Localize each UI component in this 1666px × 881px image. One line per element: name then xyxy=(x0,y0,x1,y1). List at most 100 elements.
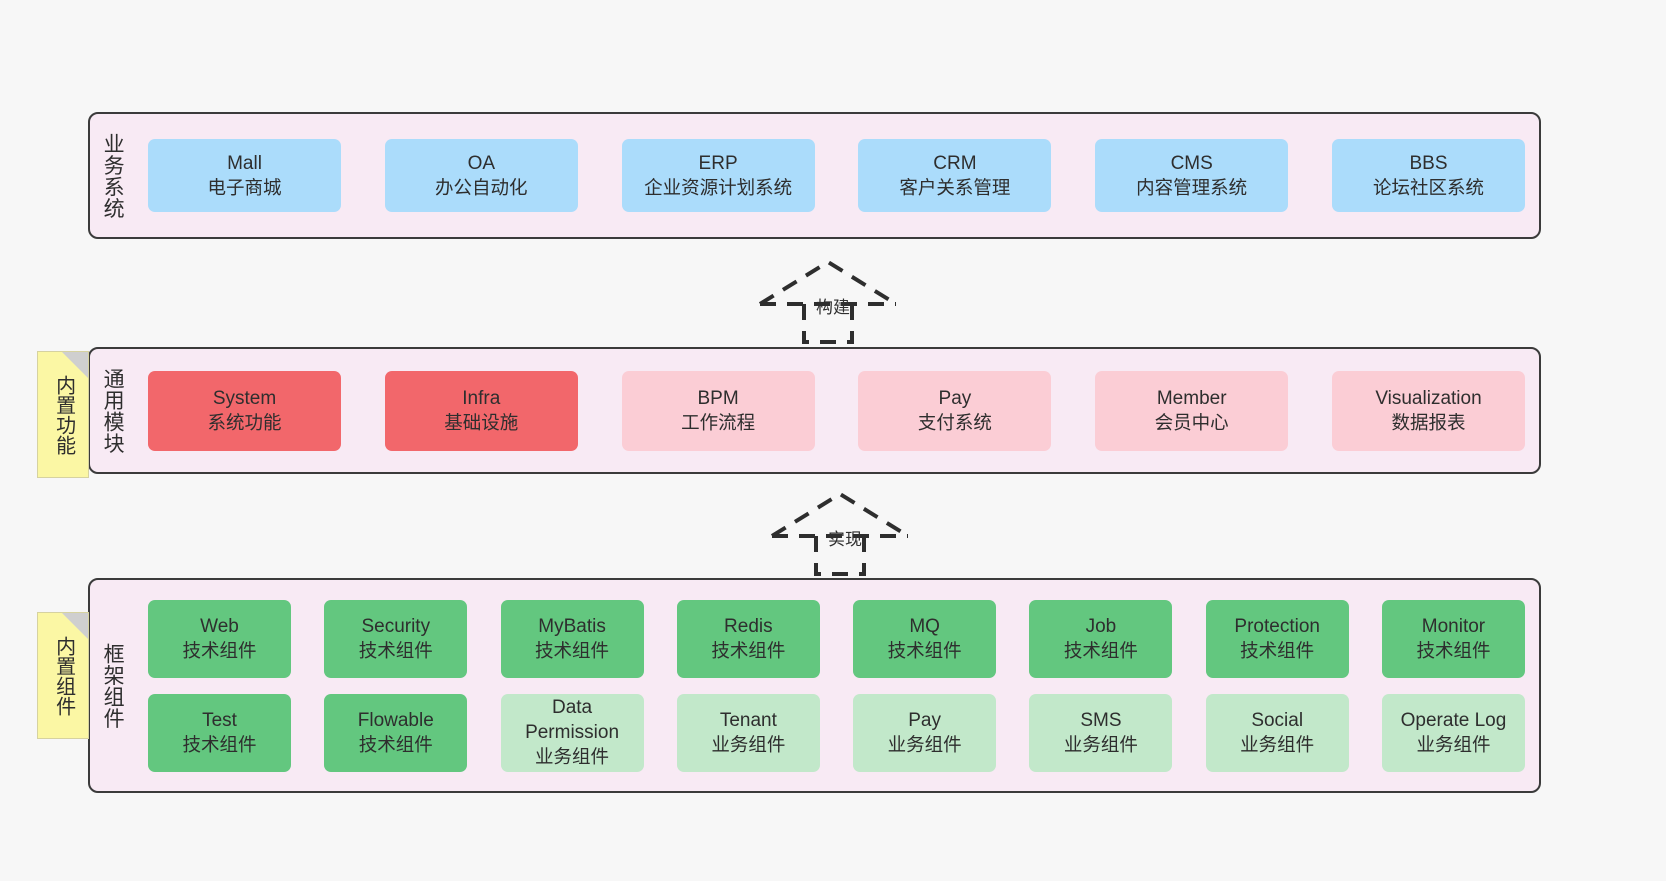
node-subtitle: 业务组件 xyxy=(887,733,962,755)
node-name: Tenant xyxy=(719,709,777,731)
node-subtitle: 技术组件 xyxy=(358,639,433,661)
note-text: 内置功能 xyxy=(52,374,75,455)
node-name: Social xyxy=(1251,709,1304,731)
node-oa[interactable]: OA 办公自动化 xyxy=(384,139,578,212)
node-infra[interactable]: Infra 基础设施 xyxy=(384,370,578,451)
node-subtitle: 电子商城 xyxy=(207,176,282,198)
node-subtitle: 工作流程 xyxy=(681,411,756,433)
dashed-generalization-arrow-icon xyxy=(770,491,910,576)
node-sms[interactable]: SMS 业务组件 xyxy=(1029,693,1173,772)
layer-body-general-modules: System 系统功能 Infra 基础设施 BPM 工作流程 Pay 支付系统… xyxy=(134,349,1539,472)
node-subtitle: 会员中心 xyxy=(1154,411,1229,433)
node-subtitle: 技术组件 xyxy=(1063,639,1138,661)
node-subtitle: 技术组件 xyxy=(1240,639,1315,661)
node-subtitle: 技术组件 xyxy=(182,733,257,755)
connector-build: 构建 xyxy=(756,258,906,344)
node-subtitle: 论坛社区系统 xyxy=(1372,176,1484,198)
node-redis[interactable]: Redis 技术组件 xyxy=(676,599,820,678)
node-bpm[interactable]: BPM 工作流程 xyxy=(621,370,815,451)
node-job[interactable]: Job 技术组件 xyxy=(1029,599,1173,678)
node-pay-component[interactable]: Pay 业务组件 xyxy=(853,693,997,772)
node-subtitle: 业务组件 xyxy=(1063,733,1138,755)
node-name: Visualization xyxy=(1375,387,1482,409)
layer-business-system[interactable]: 业务系统 Mall 电子商城 OA 办公自动化 ERP 企业资源计划系统 CRM… xyxy=(88,112,1541,239)
note-builtin-function[interactable]: 内置功能 xyxy=(37,351,89,478)
node-mq[interactable]: MQ 技术组件 xyxy=(853,599,997,678)
dashed-generalization-arrow-icon xyxy=(758,259,898,344)
connector-label-implement: 实现 xyxy=(828,530,862,549)
node-test[interactable]: Test 技术组件 xyxy=(148,693,291,772)
node-name: Protection xyxy=(1234,615,1320,637)
node-subtitle: 企业资源计划系统 xyxy=(644,176,793,198)
node-subtitle: 业务组件 xyxy=(1240,733,1315,755)
node-subtitle: 业务组件 xyxy=(1416,733,1491,755)
node-monitor[interactable]: Monitor 技术组件 xyxy=(1381,599,1525,678)
layer-general-modules[interactable]: 通用模块 System 系统功能 Infra 基础设施 BPM 工作流程 Pay… xyxy=(88,347,1541,474)
node-row: Mall 电子商城 OA 办公自动化 ERP 企业资源计划系统 CRM 客户关系… xyxy=(148,139,1525,212)
node-name: Pay xyxy=(938,387,972,409)
node-name: Web xyxy=(200,615,239,637)
node-row: System 系统功能 Infra 基础设施 BPM 工作流程 Pay 支付系统… xyxy=(148,370,1525,451)
node-pay-module[interactable]: Pay 支付系统 xyxy=(858,370,1052,451)
node-bbs[interactable]: BBS 论坛社区系统 xyxy=(1331,139,1525,212)
node-subtitle: 系统功能 xyxy=(207,411,282,433)
node-mybatis[interactable]: MyBatis 技术组件 xyxy=(500,599,644,678)
node-member[interactable]: Member 会员中心 xyxy=(1095,370,1289,451)
node-subtitle: 办公自动化 xyxy=(435,176,528,198)
layer-title-framework-components: 框架组件 xyxy=(101,642,125,729)
node-subtitle: 技术组件 xyxy=(1416,639,1491,661)
node-cms[interactable]: CMS 内容管理系统 xyxy=(1095,139,1289,212)
layer-body-business-system: Mall 电子商城 OA 办公自动化 ERP 企业资源计划系统 CRM 客户关系… xyxy=(134,114,1539,237)
connector-label-build: 构建 xyxy=(816,298,850,317)
node-name: BPM xyxy=(697,387,739,409)
node-name: Infra xyxy=(462,387,501,409)
node-security[interactable]: Security 技术组件 xyxy=(324,599,468,678)
node-row: Test 技术组件 Flowable 技术组件 Data Permission … xyxy=(148,693,1525,772)
node-name: BBS xyxy=(1409,152,1448,174)
node-subtitle: 支付系统 xyxy=(917,411,992,433)
node-subtitle: 客户关系管理 xyxy=(899,176,1011,198)
node-subtitle: 技术组件 xyxy=(887,639,962,661)
node-name: OA xyxy=(467,152,496,174)
node-name: Mall xyxy=(227,152,262,174)
node-name: CRM xyxy=(933,152,977,174)
node-system[interactable]: System 系统功能 xyxy=(148,370,341,451)
node-name: CMS xyxy=(1170,152,1213,174)
node-flowable[interactable]: Flowable 技术组件 xyxy=(324,693,468,772)
node-subtitle: 技术组件 xyxy=(358,733,433,755)
node-crm[interactable]: CRM 客户关系管理 xyxy=(858,139,1052,212)
node-name: MyBatis xyxy=(538,615,606,637)
node-subtitle: 数据报表 xyxy=(1391,411,1466,433)
node-visualization[interactable]: Visualization 数据报表 xyxy=(1331,370,1525,451)
node-mall[interactable]: Mall 电子商城 xyxy=(148,139,341,212)
node-subtitle: 技术组件 xyxy=(711,639,786,661)
node-name: Test xyxy=(202,709,237,731)
node-name: MQ xyxy=(909,615,940,637)
layer-body-framework-components: Web 技术组件 Security 技术组件 MyBatis 技术组件 Redi… xyxy=(134,580,1539,791)
node-subtitle: 技术组件 xyxy=(182,639,257,661)
node-social[interactable]: Social 业务组件 xyxy=(1205,693,1349,772)
node-erp[interactable]: ERP 企业资源计划系统 xyxy=(621,139,815,212)
layer-title-general-modules: 通用模块 xyxy=(101,367,125,454)
node-operate-log[interactable]: Operate Log 业务组件 xyxy=(1381,693,1525,772)
node-name: Operate Log xyxy=(1400,709,1507,731)
node-name: SMS xyxy=(1080,709,1122,731)
node-name: Pay xyxy=(908,709,941,731)
node-name: Member xyxy=(1156,387,1227,409)
node-name: Redis xyxy=(724,615,773,637)
node-data-permission[interactable]: Data Permission 业务组件 xyxy=(500,693,644,772)
layer-framework-components[interactable]: 框架组件 Web 技术组件 Security 技术组件 MyBatis 技术组件… xyxy=(88,578,1541,793)
node-protection[interactable]: Protection 技术组件 xyxy=(1205,599,1349,678)
node-tenant[interactable]: Tenant 业务组件 xyxy=(676,693,820,772)
node-subtitle: 技术组件 xyxy=(535,639,610,661)
node-row: Web 技术组件 Security 技术组件 MyBatis 技术组件 Redi… xyxy=(148,599,1525,678)
folded-corner-icon xyxy=(62,352,88,378)
note-builtin-component[interactable]: 内置组件 xyxy=(37,612,89,739)
folded-corner-icon xyxy=(62,613,88,639)
node-web[interactable]: Web 技术组件 xyxy=(148,599,291,678)
node-name: Monitor xyxy=(1421,615,1486,637)
node-name: Data Permission xyxy=(525,697,620,743)
node-name: System xyxy=(212,387,277,409)
connector-implement: 实现 xyxy=(768,490,918,576)
node-name: Job xyxy=(1085,615,1117,637)
